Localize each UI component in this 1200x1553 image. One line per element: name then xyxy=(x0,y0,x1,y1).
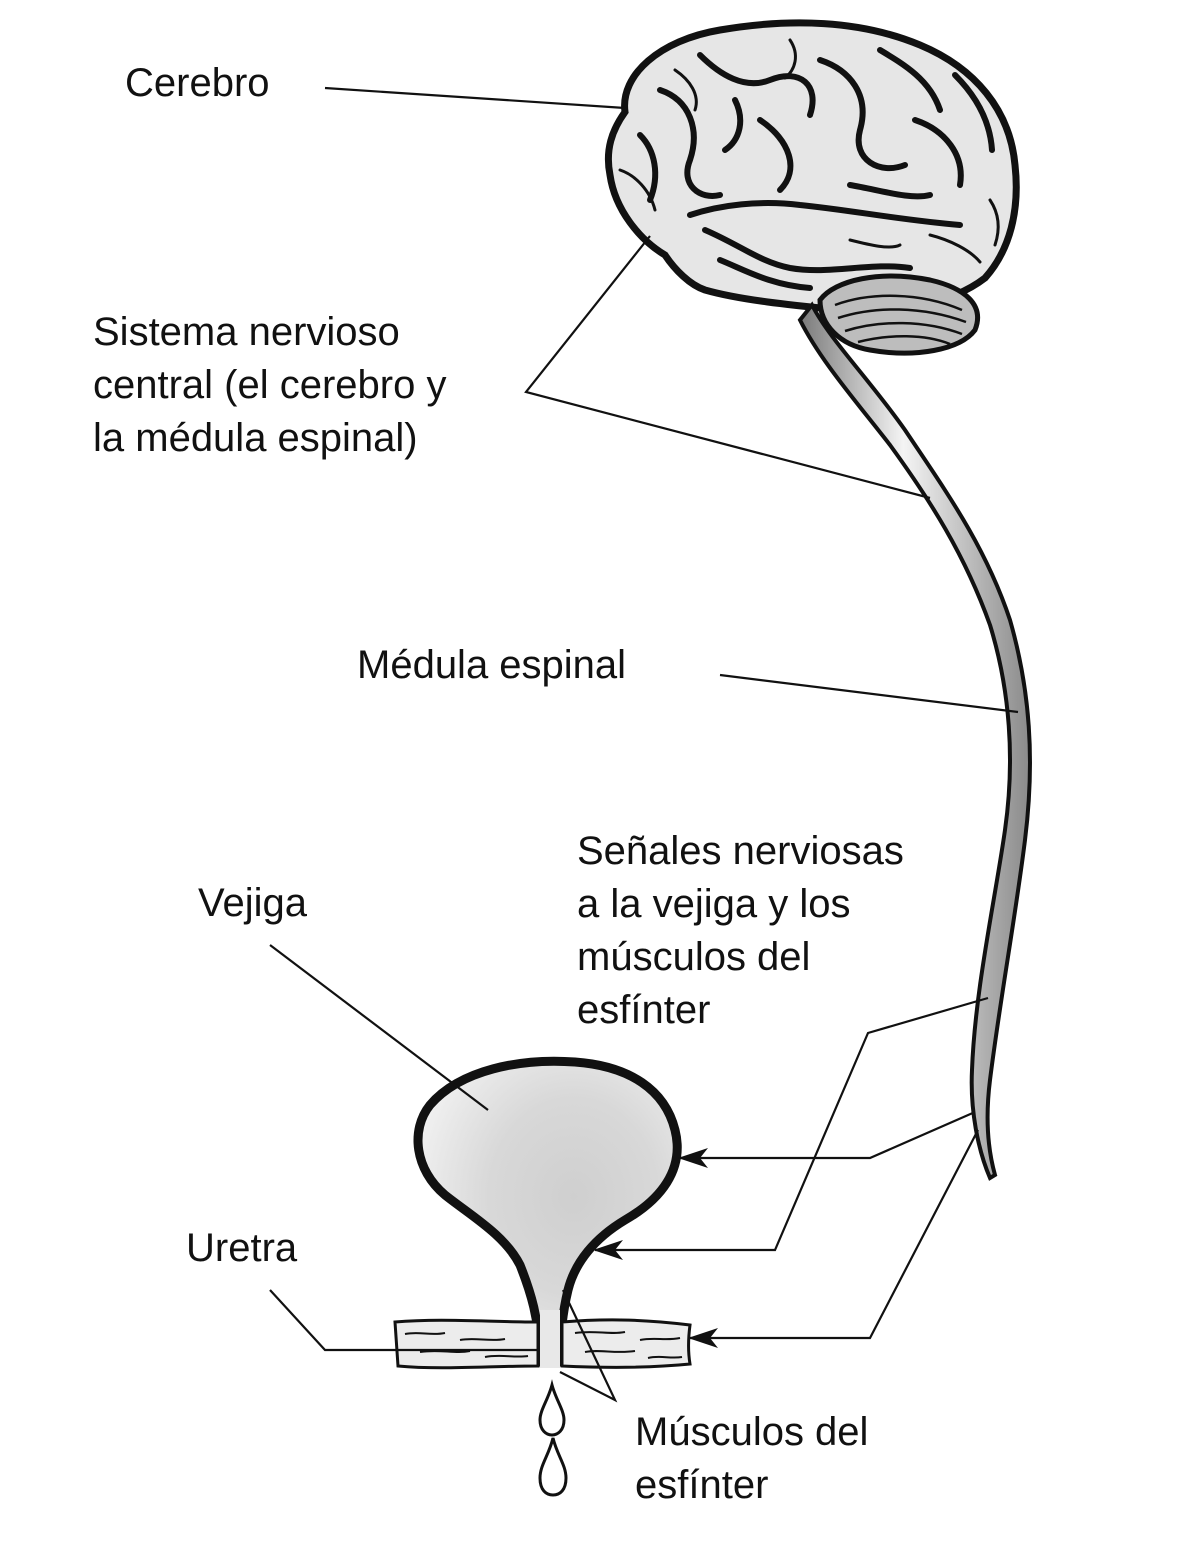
bladder xyxy=(413,1056,682,1367)
signal-arrow-sphincter xyxy=(688,1129,979,1348)
label-cerebro: Cerebro xyxy=(125,61,270,105)
brain-illustration xyxy=(604,19,1020,356)
sphincter-muscle-band xyxy=(393,1318,692,1370)
leader-medula xyxy=(719,673,1019,714)
signal-arrow-bladder-neck xyxy=(593,996,989,1260)
leader-lines xyxy=(269,86,1019,1403)
spinal-cord xyxy=(797,301,1032,1181)
leader-musculos xyxy=(559,1289,618,1403)
leader-cerebro xyxy=(324,86,626,110)
label-vejiga: Vejiga xyxy=(198,881,307,925)
leader-sistema-nervioso xyxy=(524,235,931,500)
label-uretra: Uretra xyxy=(186,1226,298,1270)
cerebellum-folds xyxy=(834,294,967,346)
label-sistema-nervioso-central: Sistema nervioso central (el cerebro y l… xyxy=(93,310,447,460)
label-medula-espinal: Médula espinal xyxy=(357,643,627,687)
urethra-channel xyxy=(540,1310,560,1368)
brain-folds xyxy=(637,47,995,291)
label-musculos-del-esfinter: Músculos del esfínter xyxy=(635,1410,869,1507)
leader-uretra xyxy=(269,1289,540,1352)
brain-fine-folds xyxy=(618,38,1000,264)
urine-drop-icon xyxy=(538,1379,566,1437)
leader-vejiga xyxy=(269,944,489,1111)
urine-drop-icon xyxy=(538,1437,568,1497)
signal-arrow-bladder xyxy=(678,1110,976,1168)
label-senales-nerviosas: Señales nerviosas a la vejiga y los músc… xyxy=(577,829,904,1032)
nerve-signal-arrows xyxy=(593,996,989,1348)
